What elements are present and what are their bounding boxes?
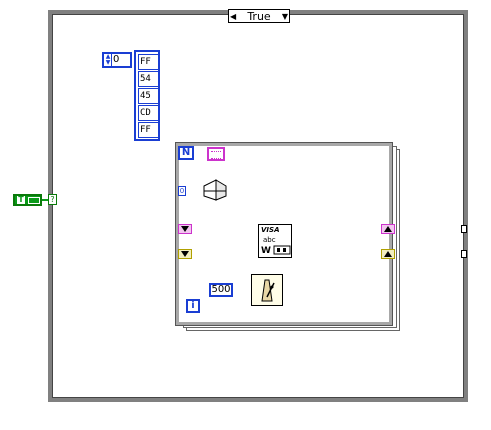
array-element[interactable]: CD: [138, 105, 159, 121]
visa-write-title: VISA: [261, 226, 280, 234]
boolean-constant[interactable]: T: [13, 194, 42, 206]
array-index-display[interactable]: ▲▼ 0: [102, 52, 132, 68]
visa-port-icon: [273, 245, 291, 255]
up-triangle-icon: [384, 226, 392, 232]
up-triangle-icon: [384, 251, 392, 257]
visa-write-node[interactable]: VISA abc W: [258, 224, 292, 258]
case-tunnel-error-out[interactable]: [461, 250, 467, 258]
index-spinner-icon[interactable]: ▲▼: [105, 53, 112, 66]
shift-register-left-error[interactable]: [178, 249, 192, 259]
loop-iteration-terminal[interactable]: i: [186, 299, 200, 313]
type-string-constant[interactable]: [207, 147, 225, 161]
boolean-constant-label: T: [17, 195, 25, 204]
case-selector-terminal[interactable]: ?: [48, 194, 57, 205]
case-tunnel-visa-out[interactable]: [461, 225, 467, 233]
type-cast-icon[interactable]: [202, 178, 230, 204]
array-element[interactable]: FF: [138, 54, 159, 70]
wait-ms-constant[interactable]: 500: [209, 283, 233, 297]
decrement-arrow-icon[interactable]: ◀: [230, 12, 237, 21]
array-element[interactable]: FF: [138, 122, 159, 138]
visa-write-abc: abc: [263, 236, 276, 244]
wait-node[interactable]: [251, 274, 283, 306]
shift-register-right-error[interactable]: [381, 249, 395, 259]
metronome-icon: [261, 279, 275, 302]
case-selector[interactable]: ◀ True ▼: [228, 9, 290, 23]
down-triangle-icon: [181, 226, 189, 232]
array-constant[interactable]: FF 54 45 CD FF: [134, 50, 160, 141]
auto-index-tunnel[interactable]: 0: [178, 186, 186, 196]
down-triangle-icon: [181, 251, 189, 257]
visa-write-w: W: [261, 246, 271, 256]
array-index-value: 0: [113, 54, 120, 65]
case-selector-label: True: [247, 10, 271, 23]
dropdown-arrow-icon[interactable]: ▼: [281, 12, 288, 21]
loop-count-terminal[interactable]: N: [178, 146, 194, 160]
array-element[interactable]: 45: [138, 88, 159, 104]
toggle-icon: [28, 197, 40, 204]
shift-register-right-visa[interactable]: [381, 224, 395, 234]
shift-register-left-visa[interactable]: [178, 224, 192, 234]
array-element[interactable]: 54: [138, 71, 159, 87]
empty-string-icon: [211, 151, 221, 159]
auto-index-label: 0: [179, 187, 185, 195]
